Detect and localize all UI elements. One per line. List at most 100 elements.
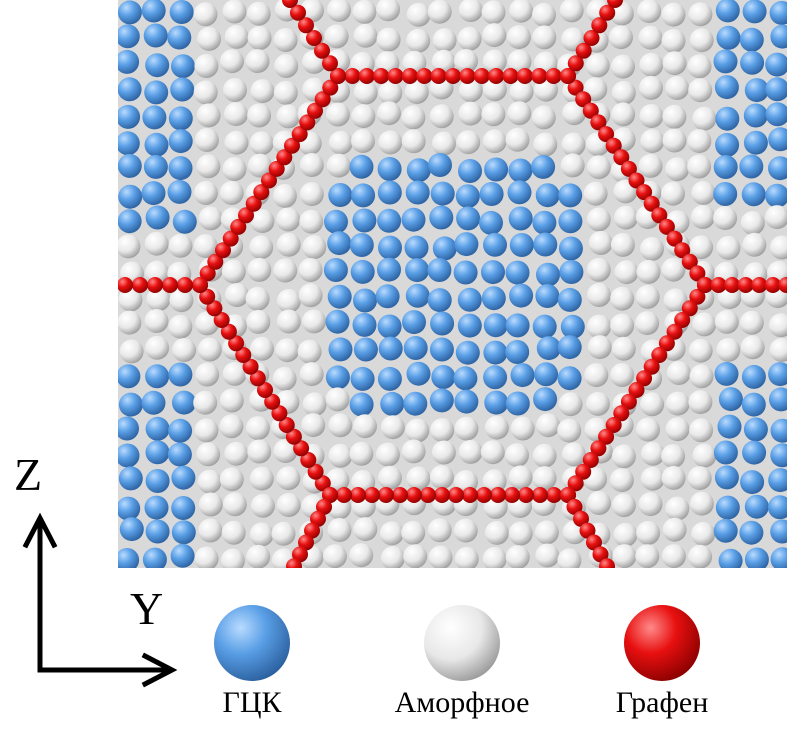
atom (388, 68, 404, 84)
atom (691, 205, 715, 229)
atom (639, 154, 663, 178)
atom (458, 314, 482, 338)
legend-swatch-fcc (214, 605, 290, 681)
atom (194, 418, 218, 442)
atom (641, 467, 665, 491)
atom (172, 520, 196, 544)
atom (169, 129, 193, 153)
atom (168, 315, 192, 339)
atom (688, 78, 712, 102)
atom (405, 258, 429, 282)
atom (277, 289, 301, 313)
atom (662, 466, 686, 490)
atom (220, 389, 244, 413)
atom (275, 338, 299, 362)
atom (250, 467, 274, 491)
atom (328, 285, 352, 309)
atom (246, 545, 270, 569)
atom (740, 470, 764, 494)
atom (667, 361, 691, 385)
atom (714, 155, 738, 179)
atom (143, 548, 167, 572)
atom (402, 129, 426, 153)
atom (688, 54, 712, 78)
atom (247, 2, 271, 26)
atom (145, 133, 169, 157)
atom (636, 418, 660, 442)
atom (171, 544, 195, 568)
atom (474, 68, 490, 84)
atom (329, 131, 353, 155)
atom (273, 184, 297, 208)
atom (611, 102, 635, 126)
atom (745, 78, 769, 102)
atom (380, 521, 404, 545)
atom (558, 288, 582, 312)
atom (640, 392, 664, 416)
atom (740, 311, 764, 335)
atom (327, 154, 351, 178)
atom (430, 104, 454, 128)
atom (146, 469, 170, 493)
atom (167, 26, 191, 50)
atom (392, 487, 408, 503)
atom (456, 184, 480, 208)
atom (324, 210, 348, 234)
atom (688, 545, 712, 569)
atom (534, 362, 558, 386)
atom (377, 101, 401, 125)
atom (665, 497, 689, 521)
atom (144, 24, 168, 48)
atom (717, 26, 741, 50)
atom (715, 465, 739, 489)
atom (145, 496, 169, 520)
atom (377, 28, 401, 52)
atom (172, 391, 196, 415)
atom (431, 182, 455, 206)
atom (589, 231, 613, 255)
atom (198, 338, 222, 362)
atom (509, 522, 533, 546)
atom (359, 68, 375, 84)
atom (640, 129, 664, 153)
atom (742, 393, 766, 417)
atom (378, 466, 402, 490)
atom (277, 310, 301, 334)
atom (613, 523, 637, 547)
atom (195, 363, 219, 387)
atom (220, 49, 244, 73)
atom (401, 105, 425, 129)
atom (402, 439, 426, 463)
atom (490, 487, 506, 503)
atom (483, 129, 507, 153)
atom (274, 582, 290, 598)
atom (663, 129, 687, 153)
atom (587, 155, 611, 179)
atom (146, 417, 170, 441)
atom (225, 131, 249, 155)
atom (483, 341, 507, 365)
atom (742, 182, 766, 206)
atom (714, 519, 738, 543)
atom (428, 288, 452, 312)
atom (637, 260, 661, 284)
atom (536, 183, 560, 207)
atom (378, 487, 394, 503)
atom (587, 315, 611, 339)
atom (350, 233, 374, 257)
atom (406, 284, 430, 308)
atom (641, 442, 665, 466)
atom (225, 283, 249, 307)
atom (146, 440, 170, 464)
atom (381, 415, 405, 439)
atom (428, 0, 452, 24)
atom (558, 209, 582, 233)
atom (274, 54, 298, 78)
atom (378, 130, 402, 154)
atom (482, 0, 506, 24)
atom (353, 517, 377, 541)
atom (454, 390, 478, 414)
atom (344, 68, 360, 84)
atom (479, 211, 503, 235)
